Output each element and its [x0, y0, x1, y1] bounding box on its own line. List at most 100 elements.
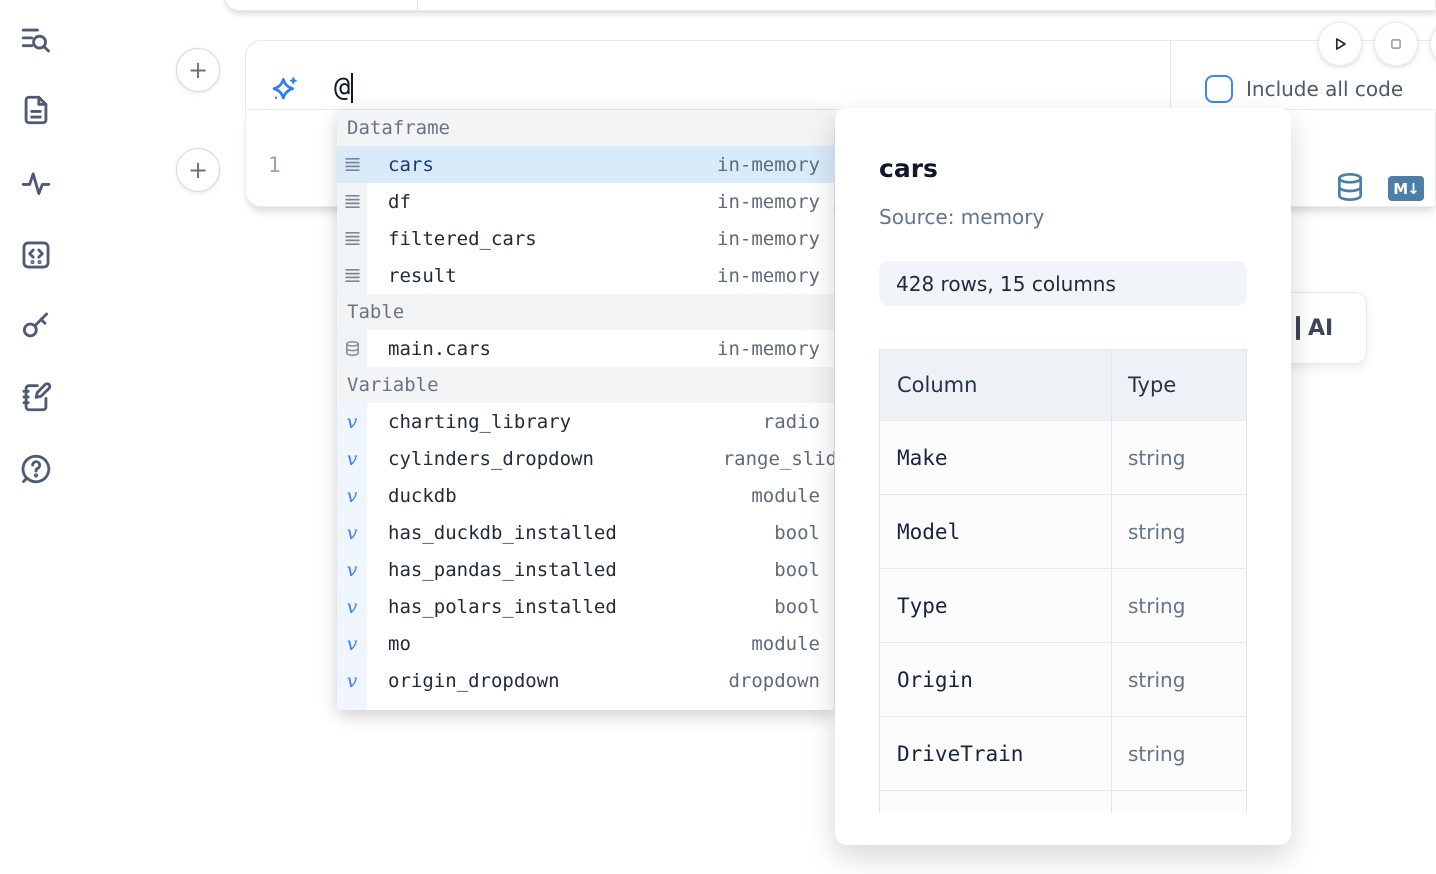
autocomplete-section-header: Variable [337, 367, 834, 403]
item-name: has_duckdb_installed [388, 521, 617, 544]
autocomplete-dropdown: Dataframe v cars in-memory [337, 110, 834, 710]
item-gutter: v [337, 440, 367, 477]
text-cursor [351, 72, 354, 103]
schema-table-header: Column Type [880, 350, 1246, 421]
column-type-cell: string [1128, 445, 1186, 470]
item-type: in-memory [717, 264, 820, 287]
sidebar [0, 0, 72, 874]
schema-table-row: Model string [880, 495, 1246, 569]
item-type: bool [774, 558, 820, 581]
item-type: range_slider [722, 447, 834, 470]
item-type: in-memory [717, 227, 820, 250]
variable-icon: v [346, 521, 358, 544]
run-button[interactable] [1318, 22, 1362, 66]
item-type: bool [774, 521, 820, 544]
variable-icon: v [347, 707, 358, 711]
item-type: dropdown [728, 669, 820, 692]
play-icon [1335, 38, 1346, 50]
item-gutter: v [337, 220, 367, 257]
item-name: duckdb [388, 484, 457, 507]
dataframe-preview-panel: cars Source: memory 428 rows, 15 columns… [835, 108, 1291, 845]
item-name: origin_dropdown [388, 669, 560, 692]
table-database-icon [344, 340, 361, 357]
autocomplete-item[interactable]: v result in-memory [337, 257, 834, 294]
column-header: Column [880, 350, 1112, 420]
item-name: cars [388, 153, 434, 176]
item-type: radio [762, 410, 820, 433]
shape-badge: 428 rows, 15 columns [879, 261, 1247, 306]
autocomplete-item[interactable]: v charting_library radio [337, 403, 834, 440]
item-type: module [751, 707, 834, 711]
scratchpad-icon[interactable] [18, 379, 54, 415]
markdown-icon[interactable]: M↓ [1388, 176, 1424, 201]
item-name: charting_library [388, 410, 572, 433]
file-text-icon[interactable] [18, 92, 54, 128]
item-type: in-memory [717, 190, 820, 213]
item-gutter: v [337, 146, 367, 183]
autocomplete-item[interactable]: v mo module [337, 625, 834, 662]
item-name: mo [388, 632, 411, 655]
item-name: pd [388, 707, 411, 711]
item-gutter: v [337, 514, 367, 551]
item-name: result [388, 264, 457, 287]
column-type-cell: string [1128, 667, 1186, 692]
list-search-icon[interactable] [18, 22, 54, 58]
add-cell-above-button[interactable]: + [176, 48, 220, 92]
code-snippets-icon[interactable] [18, 237, 54, 273]
stop-button[interactable] [1374, 22, 1418, 66]
activity-icon[interactable] [18, 165, 54, 201]
item-type: bool [774, 595, 820, 618]
item-gutter: v [337, 403, 367, 440]
autocomplete-item[interactable]: v pd module [337, 699, 834, 710]
item-gutter: v [337, 257, 367, 294]
autocomplete-item[interactable]: v has_polars_installed bool [337, 588, 834, 625]
plus-icon: + [187, 156, 209, 184]
autocomplete-item[interactable]: v origin_dropdown dropdown [337, 662, 834, 699]
variable-icon: v [346, 632, 358, 655]
autocomplete-item[interactable]: v df in-memory [337, 183, 834, 220]
prompt-value: @ [334, 72, 351, 103]
item-name: main.cars [388, 337, 491, 360]
autocomplete-item[interactable]: v duckdb module [337, 477, 834, 514]
item-gutter: v [337, 551, 367, 588]
autocomplete-item[interactable]: v cars in-memory [337, 146, 834, 183]
column-name-cell: DriveTrain [880, 717, 1112, 790]
plus-icon: + [187, 56, 209, 84]
item-name: filtered_cars [388, 227, 537, 250]
schema-table: Column Type Make string Model string Typ… [879, 349, 1247, 813]
variable-icon: v [346, 410, 358, 433]
column-type-cell: string [1128, 593, 1186, 618]
column-type-cell: string [1128, 741, 1186, 766]
item-name: cylinders_dropdown [388, 447, 594, 470]
column-name-cell: Model [880, 495, 1112, 568]
prompt-panel-divider [1170, 41, 1171, 110]
autocomplete-item[interactable]: v cylinders_dropdown range_slider [337, 440, 834, 477]
variable-icon: v [346, 558, 358, 581]
include-all-code-label: Include all code [1246, 77, 1404, 101]
variable-icon: v [346, 447, 358, 470]
item-name: has_polars_installed [388, 595, 617, 618]
item-gutter: v [337, 477, 367, 514]
ai-button-label: AI [1308, 315, 1334, 341]
add-cell-below-button[interactable]: + [176, 148, 220, 192]
dataframe-icon [344, 267, 361, 284]
schema-table-row: Type string [880, 569, 1246, 643]
key-icon[interactable] [18, 307, 54, 343]
column-type-cell: string [1128, 519, 1186, 544]
help-icon[interactable] [18, 451, 54, 487]
item-gutter: v [337, 183, 367, 220]
autocomplete-item[interactable]: v has_pandas_installed bool [337, 551, 834, 588]
autocomplete-item[interactable]: v filtered_cars in-memory [337, 220, 834, 257]
schema-table-row [880, 791, 1246, 813]
item-name: has_pandas_installed [388, 558, 617, 581]
dataframe-icon [344, 230, 361, 247]
sql-database-icon[interactable] [1334, 171, 1366, 203]
ai-prompt-input[interactable]: @ [334, 72, 354, 103]
include-all-code-checkbox[interactable] [1205, 75, 1233, 103]
schema-table-row: Origin string [880, 643, 1246, 717]
autocomplete-item[interactable]: v has_duckdb_installed bool [337, 514, 834, 551]
item-gutter: v [337, 662, 367, 699]
autocomplete-item[interactable]: v main.cars in-memory [337, 330, 834, 367]
schema-table-row: Make string [880, 421, 1246, 495]
